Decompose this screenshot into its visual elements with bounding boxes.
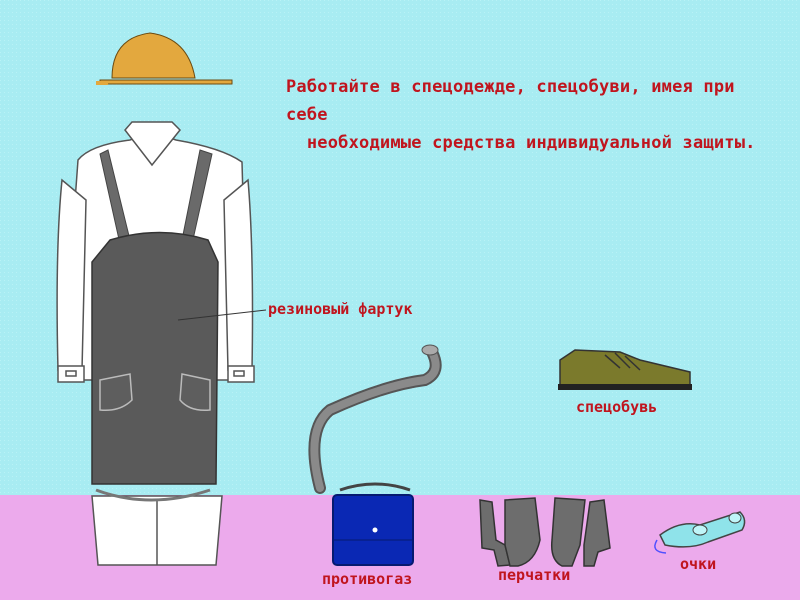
heading-line-2: необходимые средства индивидуальной защи… [306, 133, 756, 153]
label-boots: спецобувь [576, 398, 658, 416]
apron-leader-line [177, 309, 267, 321]
gas-mask-bag-icon [332, 482, 414, 566]
goggles-icon [654, 511, 746, 554]
boots-icon [558, 349, 692, 390]
gloves-icon [479, 497, 611, 567]
hose-icon [308, 344, 442, 494]
heading-line-1: Работайте в спецодежде, спецобуви, имея … [286, 77, 735, 125]
heading: Работайте в спецодежде, спецобуви, имея … [286, 73, 776, 157]
label-goggles: очки [680, 555, 717, 573]
label-gloves: перчатки [498, 566, 571, 584]
label-gas-mask: противогаз [322, 570, 413, 588]
apron-icon [91, 149, 219, 502]
label-apron: резиновый фартук [268, 300, 413, 318]
helmet-icon [96, 32, 233, 85]
